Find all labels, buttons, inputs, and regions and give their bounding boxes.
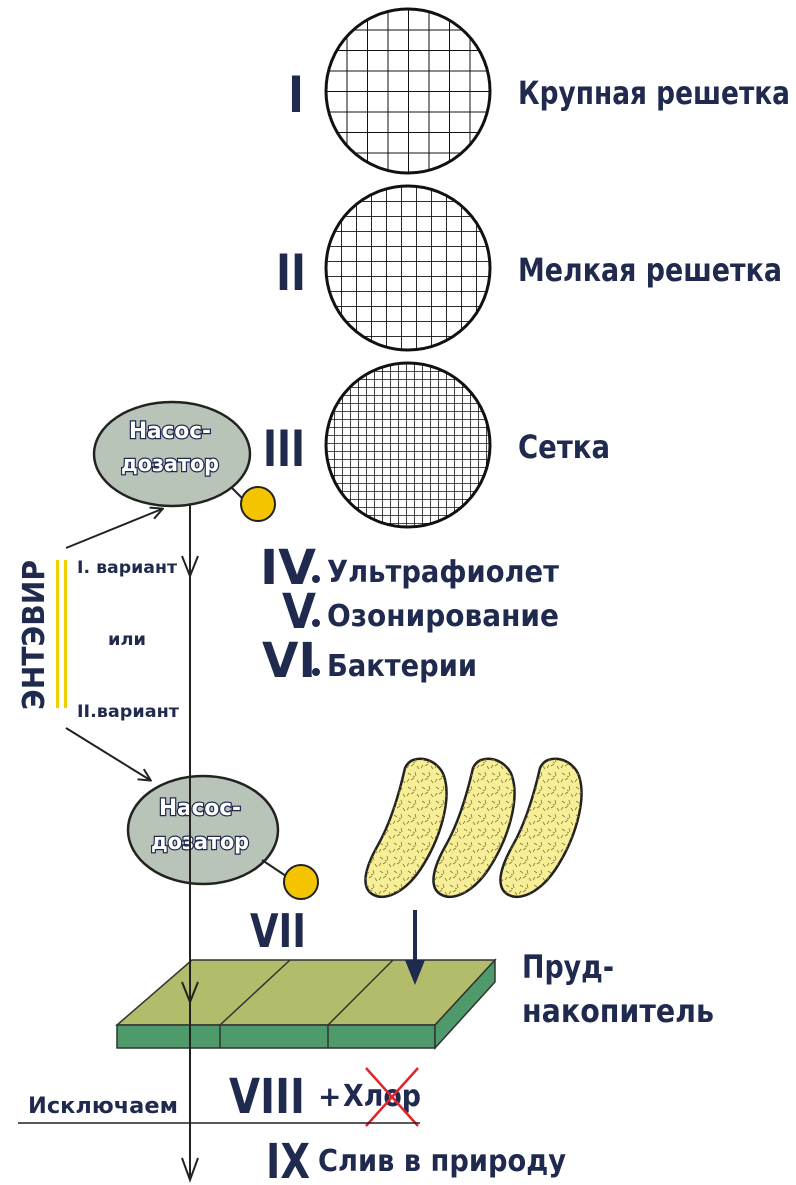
variant-2-label: II.вариант bbox=[77, 702, 179, 722]
exclude-label: Исключаем bbox=[28, 1094, 178, 1119]
enteviro-bar-1 bbox=[56, 560, 59, 708]
pond-label-line2: накопитель bbox=[522, 992, 714, 1030]
numeral-7: VII bbox=[250, 904, 306, 958]
numeral-6-dot bbox=[312, 668, 320, 676]
numeral-6: VI bbox=[262, 633, 316, 689]
variant-1-label: I. вариант bbox=[77, 558, 177, 578]
pump-2-connector bbox=[262, 860, 286, 876]
bacteria-icon bbox=[365, 759, 581, 897]
numeral-5: V bbox=[282, 584, 316, 640]
pump-1-line2: дозатор bbox=[121, 452, 219, 477]
numeral-9: IX bbox=[266, 1134, 310, 1185]
numeral-3: III bbox=[263, 420, 305, 478]
or-label: или bbox=[108, 630, 146, 650]
numeral-1: I bbox=[288, 66, 304, 124]
pump-1-indicator bbox=[241, 487, 275, 521]
label-coarse-screen: Крупная решетка bbox=[518, 74, 790, 112]
screen-fine bbox=[326, 186, 490, 350]
numeral-5-dot bbox=[312, 619, 320, 627]
plus-sign: + bbox=[318, 1080, 341, 1113]
variant-1-arrow bbox=[66, 509, 162, 548]
label-mesh: Сетка bbox=[518, 428, 610, 466]
pump-doser-2: Насос- дозатор bbox=[128, 776, 278, 884]
screen-mesh bbox=[326, 363, 490, 527]
pump-doser-1: Насос- дозатор bbox=[94, 402, 250, 506]
numeral-2: II bbox=[276, 244, 306, 302]
label-uv: Ультрафиолет bbox=[327, 555, 560, 590]
storage-pond bbox=[117, 960, 495, 1048]
pump-2-line2: дозатор bbox=[151, 830, 249, 855]
variant-2-arrow bbox=[66, 728, 150, 780]
numeral-8: VIII bbox=[229, 1069, 305, 1125]
pump-1-line1: Насос- bbox=[129, 419, 211, 444]
enteviro-label: ЭНТЭВИР bbox=[17, 560, 52, 710]
label-ozone: Озонирование bbox=[327, 599, 559, 634]
label-bacteria: Бактерии bbox=[327, 649, 477, 684]
pump-2-indicator bbox=[284, 865, 318, 899]
screen-coarse bbox=[326, 9, 490, 173]
enteviro-bar-2 bbox=[64, 560, 67, 708]
pump-2-line1: Насос- bbox=[159, 796, 241, 821]
discharge-label: Слив в природу bbox=[318, 1144, 566, 1179]
label-fine-screen: Мелкая решетка bbox=[518, 251, 782, 289]
numeral-4-dot bbox=[312, 575, 320, 583]
pond-label-line1: Пруд- bbox=[522, 948, 614, 986]
